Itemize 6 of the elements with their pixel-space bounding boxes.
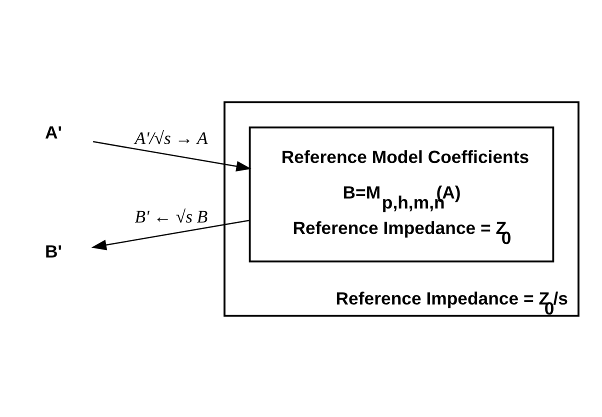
node-text: B' — [44, 240, 62, 261]
arrow — [91, 219, 250, 250]
edge-label: A'/√s → A — [134, 128, 208, 148]
arrow — [93, 140, 252, 172]
edge-label: B' ← √s B — [134, 206, 208, 226]
node-text: A' — [44, 122, 62, 142]
